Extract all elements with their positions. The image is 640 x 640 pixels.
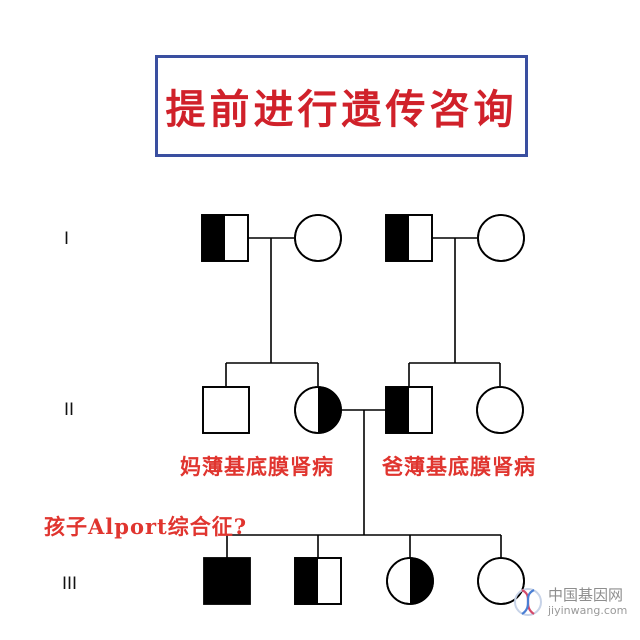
dna-logo-icon <box>514 588 542 616</box>
pedigree-symbols <box>201 214 525 605</box>
generation-label-i: I <box>64 229 70 249</box>
label-child-question: 孩子Alport综合征? <box>44 514 248 539</box>
title: 提前进行遗传咨询 <box>165 86 518 133</box>
female-symbol-iii-3 <box>386 557 434 605</box>
male-symbol-iii-1 <box>203 557 251 605</box>
generation-label-ii: II <box>64 400 75 420</box>
male-symbol-iii-2 <box>294 557 342 605</box>
watermark-site-en: jiyinwang.com <box>548 604 628 617</box>
watermark-site-cn: 中国基因网 <box>548 586 624 604</box>
label-mother-condition: 妈薄基底膜肾病 <box>180 454 334 479</box>
female-symbol-ii-2 <box>294 386 342 434</box>
female-symbol-i-2 <box>294 214 342 262</box>
female-symbol-iii-4 <box>477 557 525 605</box>
male-symbol-i-1 <box>201 214 249 262</box>
pedigree-lines <box>225 237 502 558</box>
female-symbol-ii-4 <box>476 386 524 434</box>
male-symbol-ii-1 <box>202 386 250 434</box>
male-symbol-ii-3 <box>385 386 433 434</box>
label-father-condition: 爸薄基底膜肾病 <box>382 454 536 479</box>
watermark: 中国基因网 jiyinwang.com <box>512 576 634 632</box>
male-symbol-i-3 <box>385 214 433 262</box>
title-box: 提前进行遗传咨询 <box>155 55 528 157</box>
female-symbol-i-4 <box>477 214 525 262</box>
generation-label-iii: III <box>62 574 78 594</box>
